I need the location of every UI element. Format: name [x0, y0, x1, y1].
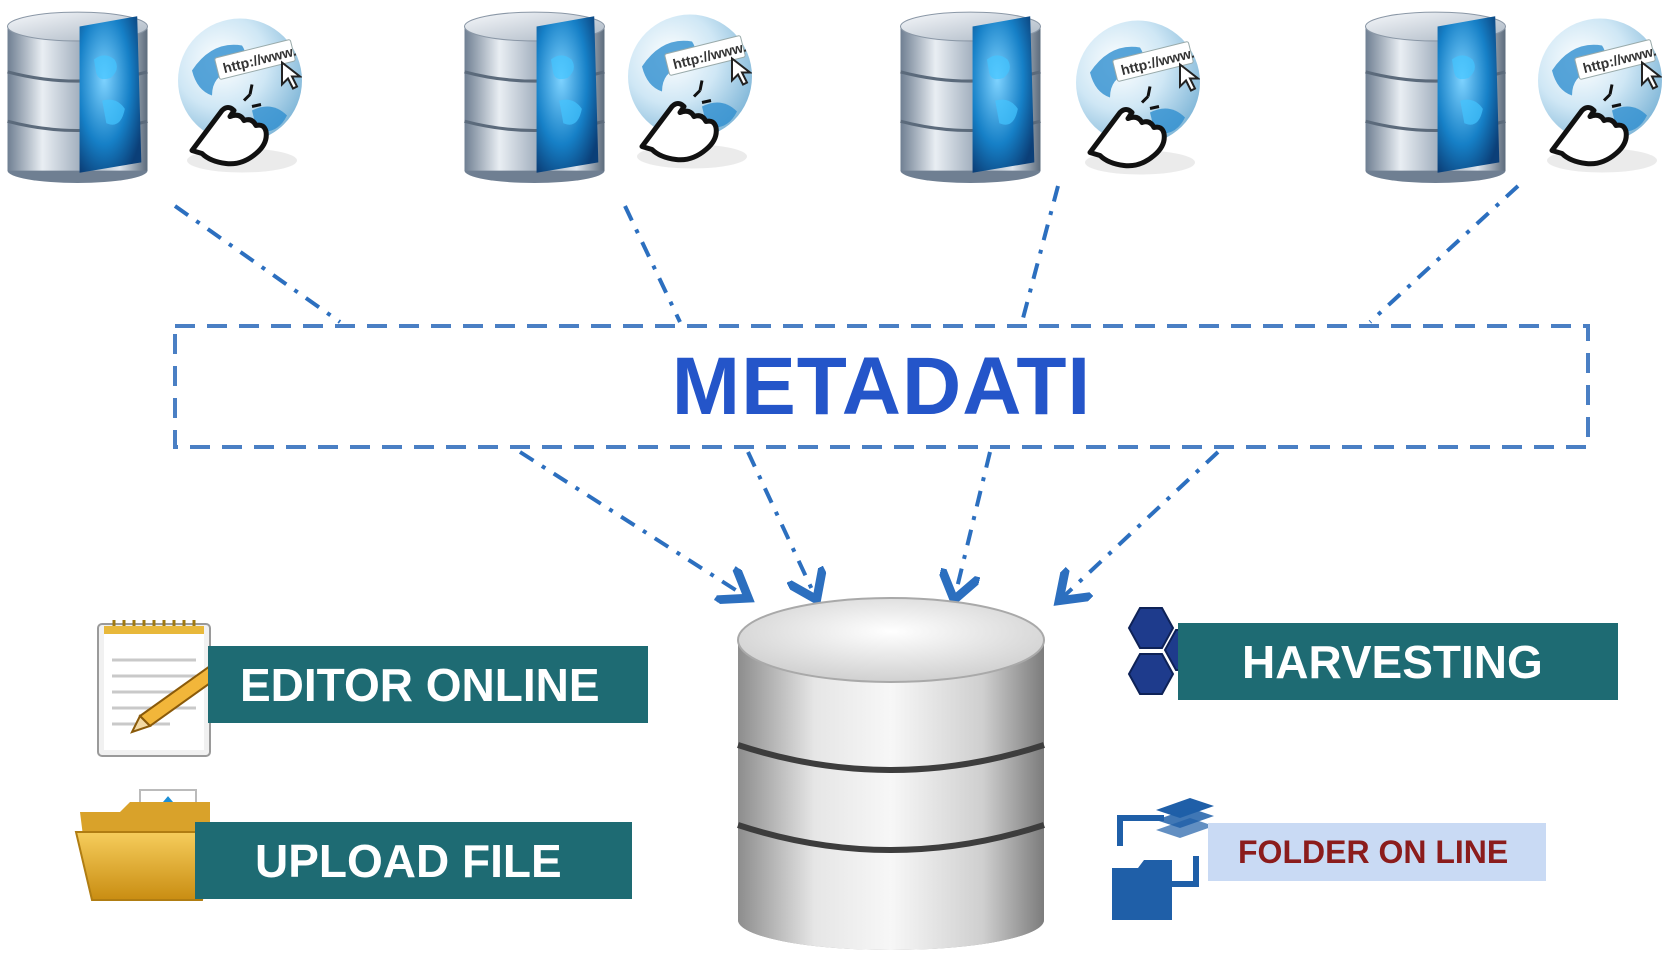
source-group-4 [1363, 10, 1663, 183]
server-database-icon [5, 10, 150, 183]
harvesting-text: HARVESTING [1242, 635, 1543, 688]
harvesting-label: HARVESTING [1178, 623, 1618, 700]
metadata-title: METADATI [671, 340, 1092, 432]
folder-upload-icon [74, 789, 218, 901]
server-database-icon [1363, 10, 1508, 183]
server-database-icon [462, 10, 607, 183]
upload-file-text: UPLOAD FILE [255, 834, 562, 887]
metadata-box [173, 324, 1590, 449]
folder-online-text: FOLDER ON LINE [1238, 833, 1509, 870]
web-globe-icon [1076, 21, 1200, 175]
source-connectors [173, 184, 1520, 324]
web-globe-icon [1538, 19, 1662, 173]
source-group-3 [898, 10, 1201, 183]
server-database-icon [898, 10, 1043, 183]
metadata-arrows [518, 450, 1220, 598]
folder-layers-icon [1112, 798, 1214, 920]
web-globe-icon [628, 15, 752, 169]
upload-file-label: UPLOAD FILE [195, 822, 632, 899]
editor-online-text: EDITOR ONLINE [240, 658, 600, 711]
web-globe-icon [178, 19, 302, 173]
folder-online-label: FOLDER ON LINE [1208, 823, 1546, 881]
editor-online-label: EDITOR ONLINE [208, 646, 648, 723]
notepad-pencil-icon [97, 620, 223, 757]
source-group-1 [5, 10, 303, 183]
source-group-2 [462, 10, 753, 183]
central-database-icon [737, 597, 1045, 950]
